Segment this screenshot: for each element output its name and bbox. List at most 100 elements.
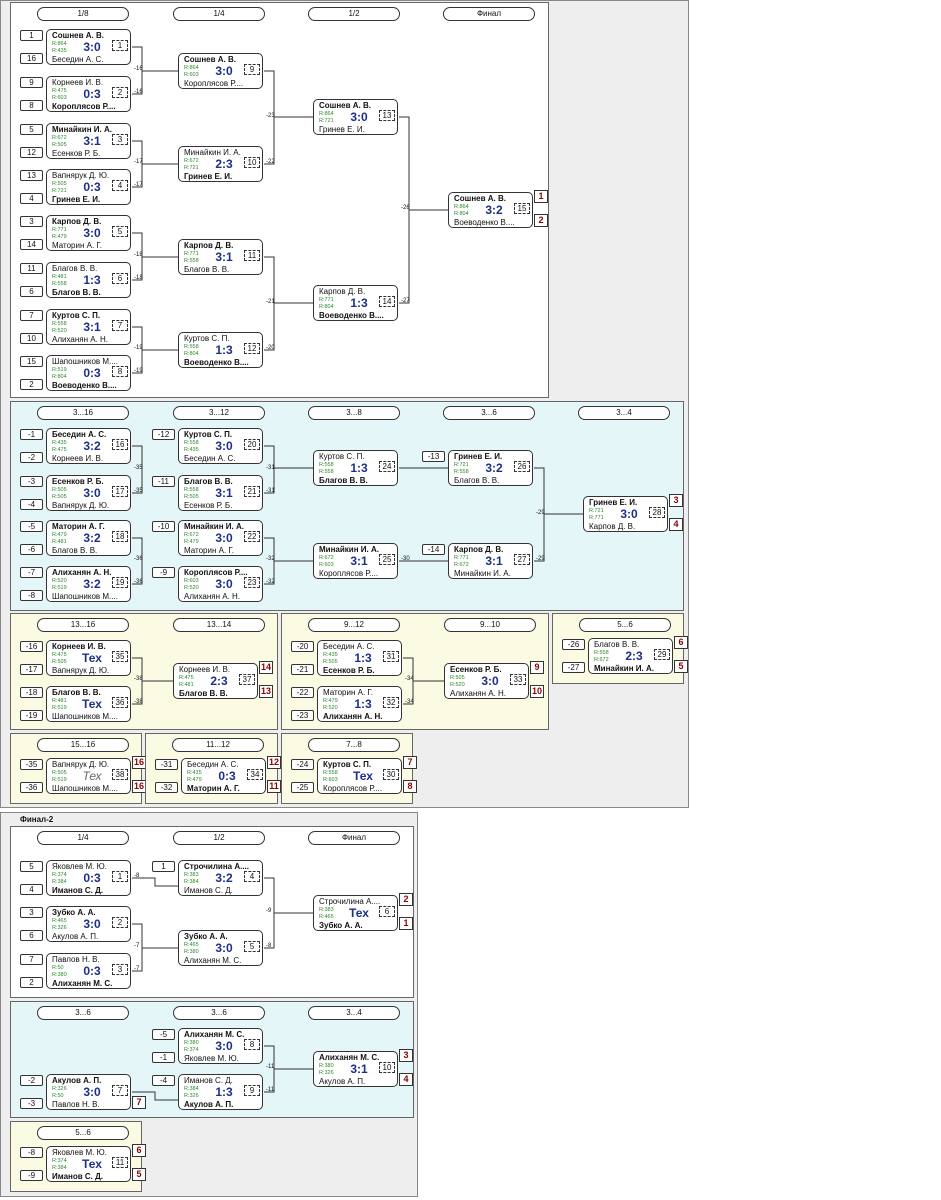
match-number: 19 — [112, 577, 128, 588]
bracket-connector — [132, 46, 178, 95]
player-bottom: Короплясов Р.... — [319, 569, 379, 578]
match-number: 10 — [379, 1062, 395, 1073]
player-bottom: Яковлев М. Ю. — [184, 1054, 239, 1063]
loser-destination: -8 — [266, 943, 272, 949]
round-header: 3...8 — [308, 406, 400, 420]
seed-top: 7 — [20, 954, 43, 965]
seed-top: -22 — [291, 687, 314, 698]
seed-top: -11 — [152, 476, 175, 487]
seed-top: -5 — [152, 1029, 175, 1040]
match-number: 22 — [244, 531, 260, 542]
player-bottom: Благов В. В. — [319, 476, 368, 485]
match-score: 3:0 — [620, 507, 638, 521]
loser-destination: -7 — [134, 942, 140, 949]
rating-bottom: R:603 — [323, 777, 338, 783]
loser-destination: -32 — [266, 556, 275, 562]
seed-top: -7 — [20, 567, 43, 578]
player-top: Благов В. В. — [184, 477, 233, 486]
player-top: Сошнев А. В. — [184, 55, 236, 64]
match-number: 6 — [112, 273, 128, 284]
loser-destination: -23 — [266, 112, 275, 119]
match-number: 26 — [514, 461, 530, 472]
round-header: 1/4 — [37, 831, 129, 845]
rating-bottom: R:481 — [179, 682, 194, 688]
match-number: 28 — [649, 507, 665, 518]
match-score: 3:1 — [485, 554, 503, 568]
player-bottom: Благов В. В. — [184, 265, 230, 274]
seed-bottom: -19 — [20, 710, 43, 721]
seed-bottom: -17 — [20, 664, 43, 675]
player-top: Маторин А. Г. — [52, 522, 105, 531]
loser-destination: -7 — [134, 966, 140, 972]
rating-bottom: R:804 — [184, 351, 199, 357]
round-header: 3...4 — [578, 406, 670, 420]
match-number: 18 — [112, 531, 128, 542]
player-top: Яковлев М. Ю. — [52, 862, 107, 871]
place-bottom: 11 — [267, 780, 281, 793]
rating-top: R:435 — [52, 440, 67, 446]
round-header: 7...8 — [308, 738, 400, 752]
rating-bottom: R:520 — [52, 328, 67, 334]
rating-top: R:672 — [184, 158, 199, 164]
rating-bottom: R:505 — [52, 659, 67, 665]
seed-bottom: 6 — [20, 286, 43, 297]
loser-destination: -21 — [266, 298, 275, 305]
match-score: 3:0 — [215, 941, 233, 955]
player-bottom: Алиханян М. С. — [52, 979, 113, 988]
round-header: 13...14 — [173, 618, 265, 632]
match-number: 34 — [247, 769, 263, 780]
rating-top: R:383 — [319, 907, 334, 913]
seed-top: 9 — [20, 77, 43, 88]
